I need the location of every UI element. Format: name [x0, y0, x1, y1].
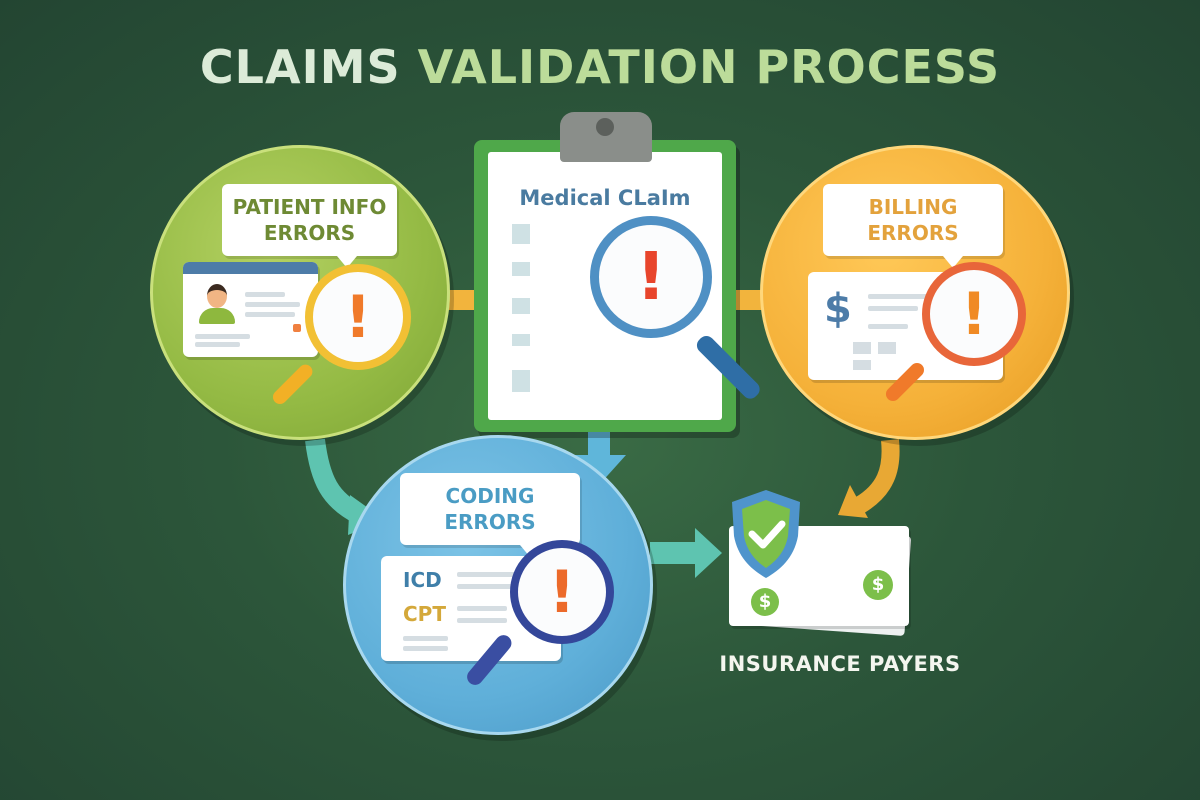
arrow-head-coding-to-payers — [695, 528, 722, 578]
dollar-sign: $ — [758, 591, 772, 612]
diagram-title: CLAIMS VALIDATION PROCESS — [0, 40, 1200, 94]
dollar-sign: $ — [871, 574, 885, 595]
id-card-icon — [183, 262, 318, 357]
arrow-head-billing-to-payers — [838, 485, 868, 518]
exclamation-icon: ! — [344, 283, 372, 351]
insurance-payers-label: INSURANCE PAYERS — [719, 652, 961, 676]
dollar-coin-icon: $ — [863, 570, 893, 600]
coding-magnifier-icon: ! — [510, 540, 614, 644]
dollar-sign: $ — [824, 286, 852, 332]
arrow-claim-to-coding — [588, 430, 610, 460]
cpt-code-label: CPT — [403, 602, 446, 626]
connector-left — [445, 290, 479, 310]
medical-claim-magnifier-icon: ! — [590, 216, 712, 338]
coding-label: CODING ERRORS — [400, 473, 580, 557]
coding-label-line1: CODING — [445, 484, 535, 508]
billing-label-line1: BILLING — [868, 195, 958, 219]
billing-magnifier-icon: ! — [922, 262, 1026, 366]
patient-info-label-line2: ERRORS — [263, 221, 356, 245]
exclamation-icon: ! — [960, 280, 988, 348]
patient-info-magnifier-icon: ! — [305, 264, 411, 370]
coding-label-line2: ERRORS — [444, 510, 536, 534]
connector-right — [733, 290, 767, 310]
money-stack-icon: $ $ — [725, 520, 915, 636]
title-part-validation: VALIDATION PROCESS — [417, 40, 1001, 94]
person-avatar-icon — [197, 284, 237, 324]
billing-label-line2: ERRORS — [867, 221, 959, 245]
arrow-billing-to-payers — [855, 439, 900, 513]
icd-code-label: ICD — [403, 568, 442, 592]
dollar-coin-icon: $ — [751, 588, 779, 616]
title-part-claims: CLAIMS — [199, 40, 401, 94]
billing-label: BILLING ERRORS — [823, 184, 1003, 268]
medical-claim-title: Medical CLaIm — [519, 186, 691, 210]
exclamation-icon: ! — [548, 558, 576, 626]
arrow-coding-to-payers — [650, 542, 698, 564]
patient-info-label: PATIENT INFO ERRORS — [222, 184, 397, 268]
patient-info-label-line1: PATIENT INFO — [232, 195, 387, 219]
exclamation-icon: ! — [635, 238, 667, 315]
shield-check-icon — [732, 490, 800, 578]
clipboard-clip-icon — [560, 112, 652, 162]
